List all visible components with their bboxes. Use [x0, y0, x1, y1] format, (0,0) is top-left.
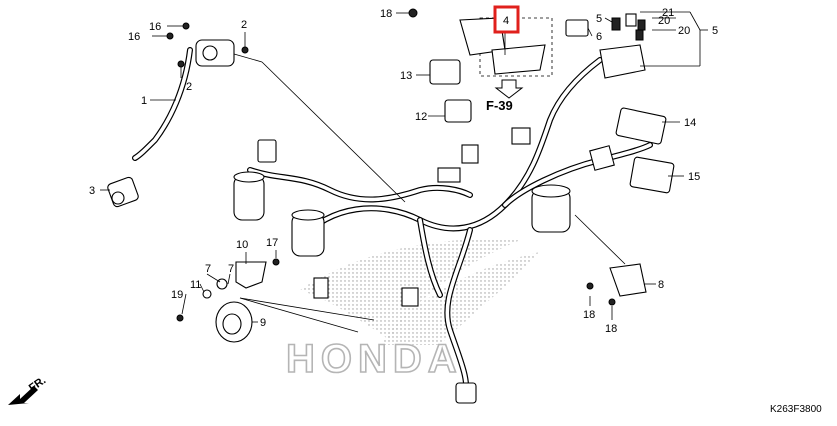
main-wire-harness[interactable]	[247, 57, 653, 404]
callout-13: 13	[400, 70, 412, 82]
callout-18-right: 18	[605, 323, 617, 335]
callout-7-upper: 7	[205, 263, 211, 275]
fuse-box-5[interactable]	[599, 44, 646, 79]
relay-15[interactable]	[629, 156, 675, 194]
sensor-8[interactable]	[609, 263, 647, 297]
bolt-18-lower[interactable]	[586, 282, 594, 290]
diagram-code: K263F3800	[770, 404, 822, 415]
callout-18-top: 18	[380, 8, 392, 20]
screw-16-top[interactable]	[182, 22, 190, 30]
callout-2-top: 2	[241, 19, 247, 31]
leader-lines	[100, 11, 708, 333]
bolt-17[interactable]	[272, 258, 280, 266]
ignition-coil-right[interactable]	[531, 184, 571, 233]
callout-12: 12	[415, 111, 427, 123]
callout-8: 8	[658, 279, 664, 291]
plug-cap[interactable]	[107, 176, 140, 208]
fuse-5[interactable]	[611, 17, 621, 31]
callout-17: 17	[266, 237, 278, 249]
callout-16-left: 16	[128, 31, 140, 43]
screw-2-left[interactable]	[177, 60, 185, 68]
front-direction-indicator: FR.	[8, 374, 48, 405]
relay-14[interactable]	[615, 107, 667, 145]
callout-4: 4	[503, 15, 509, 27]
callout-10: 10	[236, 239, 248, 251]
callout-16-top: 16	[149, 21, 161, 33]
honda-wing-watermark	[300, 239, 540, 345]
fuse-21[interactable]	[625, 13, 637, 27]
relay-12[interactable]	[444, 99, 472, 123]
honda-watermark-text: HONDA	[286, 337, 463, 381]
callout-3: 3	[89, 185, 95, 197]
reference-f39-label: F-39	[486, 98, 513, 113]
screw-16-left[interactable]	[166, 32, 174, 40]
bolt-19[interactable]	[176, 314, 184, 322]
callout-7-lower: 7	[228, 263, 234, 275]
callout-14: 14	[684, 117, 696, 129]
callout-20-right: 20	[678, 25, 690, 37]
callout-1: 1	[141, 95, 147, 107]
relay-13[interactable]	[429, 59, 461, 85]
bolt-18-right[interactable]	[608, 298, 616, 306]
screw-2-top[interactable]	[241, 46, 249, 54]
ignition-coil-center[interactable]	[291, 209, 325, 257]
callout-20-top: 20	[658, 15, 670, 27]
fuse-20-right[interactable]	[635, 29, 644, 41]
callout-19: 19	[171, 289, 183, 301]
washer-11[interactable]	[202, 289, 212, 299]
callout-5-right: 5	[712, 25, 718, 37]
callout-2-left: 2	[186, 81, 192, 93]
connector-6[interactable]	[565, 19, 589, 37]
callout-18-lower: 18	[583, 309, 595, 321]
bracket-10[interactable]	[235, 261, 267, 289]
fuse-20-top[interactable]	[637, 19, 646, 31]
callout-11: 11	[190, 279, 201, 291]
callout-15: 15	[688, 171, 700, 183]
callout-4-highlight[interactable]: 4	[493, 5, 520, 34]
nut-7[interactable]	[216, 278, 228, 290]
bolt-18-top[interactable]	[408, 8, 418, 18]
callout-21: 21	[662, 7, 674, 19]
reference-f39[interactable]: F-39	[486, 79, 524, 113]
callout-5-top: 5	[596, 13, 602, 25]
ignition-coil-left[interactable]	[233, 171, 265, 221]
callout-6: 6	[596, 31, 602, 43]
horn-9[interactable]	[215, 301, 253, 343]
spark-plug-lead[interactable]	[132, 39, 235, 161]
callout-9: 9	[260, 317, 266, 329]
